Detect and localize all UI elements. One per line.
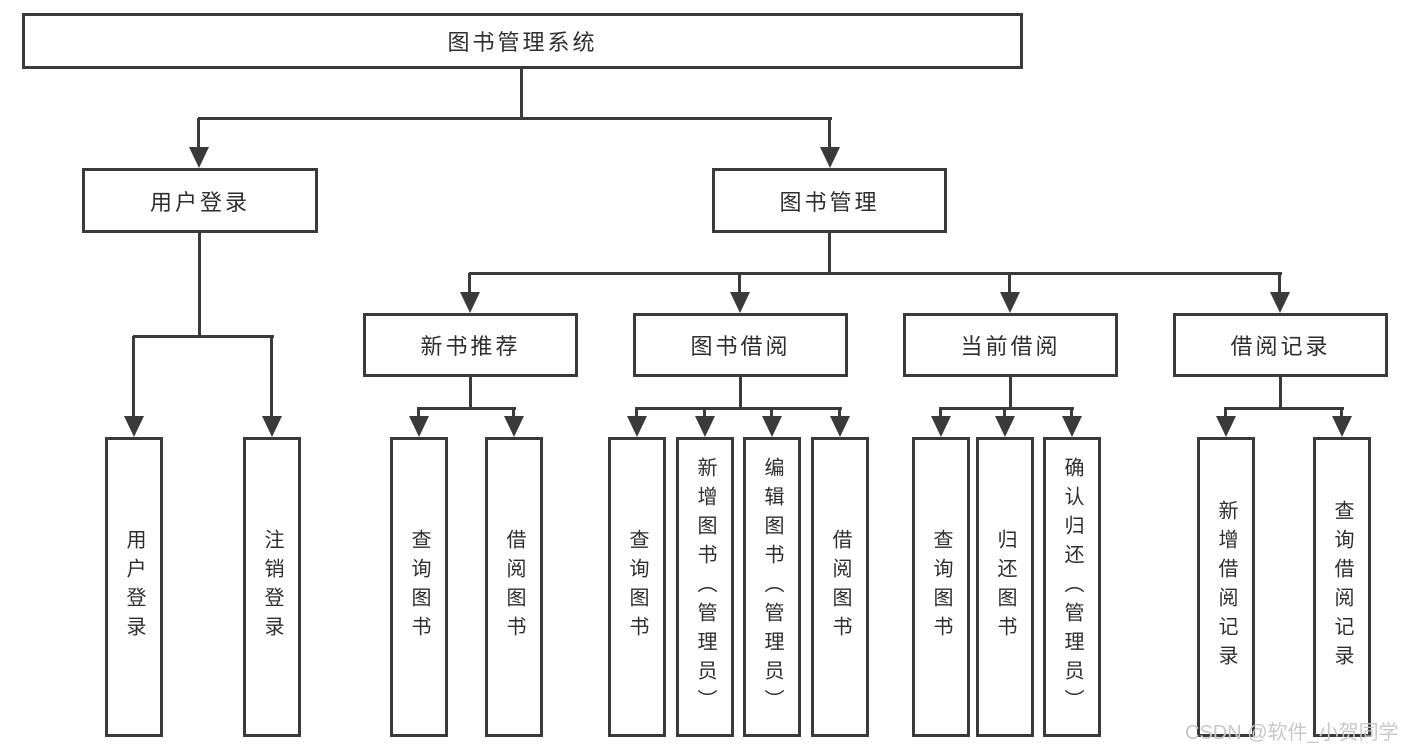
arrow-to-book-borrow	[730, 273, 750, 313]
arrow-to-leaf-logout	[262, 336, 282, 437]
connector-borrow-records-drop	[1279, 377, 1282, 410]
arrow-down-icon	[695, 416, 715, 437]
leaf-add-books-admin: 新增图书（管理员）	[676, 437, 734, 737]
arrow-to-leaf-confirm-return	[1062, 408, 1082, 437]
connector-level2-rail	[198, 117, 832, 120]
arrow-down-icon	[1270, 292, 1290, 313]
arrow-stem	[417, 408, 420, 421]
arrow-down-icon	[830, 416, 850, 437]
arrow-to-borrow-records	[1270, 273, 1290, 313]
node-new-book-recommend: 新书推荐	[363, 313, 578, 377]
arrow-stem	[1008, 273, 1011, 297]
leaf-confirm-return-admin: 确认归还（管理员）	[1043, 437, 1101, 737]
arrow-stem	[635, 408, 638, 421]
connector-borrow-records-rail	[1224, 407, 1344, 410]
connector-new-book-rail	[417, 407, 516, 410]
leaf-query-borrow-record: 查询借阅记录	[1313, 437, 1371, 737]
connector-book-borrow-rail	[635, 407, 842, 410]
arrow-down-icon	[931, 416, 951, 437]
arrow-down-icon	[995, 416, 1015, 437]
node-current-borrow: 当前借阅	[903, 313, 1118, 377]
node-book-borrow: 图书借阅	[633, 313, 848, 377]
leaf-query-books-current: 查询图书	[912, 437, 970, 737]
arrow-stem	[132, 336, 135, 421]
arrow-to-leaf-query-books-3	[931, 408, 951, 437]
arrow-stem	[1224, 408, 1227, 421]
arrow-stem	[197, 118, 200, 152]
connector-user-login-drop	[198, 233, 201, 338]
leaf-edit-books-admin: 编辑图书（管理员）	[743, 437, 801, 737]
arrow-stem	[703, 408, 706, 421]
connector-user-login-rail	[133, 335, 274, 338]
arrow-to-leaf-query-books-1	[409, 408, 429, 437]
arrow-to-book-management	[820, 118, 840, 168]
arrow-to-leaf-add-books	[695, 408, 715, 437]
arrow-down-icon	[504, 416, 524, 437]
arrow-down-icon	[1332, 416, 1352, 437]
arrow-stem	[770, 408, 773, 421]
arrow-stem	[828, 118, 831, 152]
leaf-query-books-recommend: 查询图书	[390, 437, 448, 737]
arrow-down-icon	[1062, 416, 1082, 437]
arrow-stem	[939, 408, 942, 421]
node-borrow-records: 借阅记录	[1173, 313, 1388, 377]
connector-current-borrow-rail	[939, 407, 1074, 410]
arrow-down-icon	[730, 292, 750, 313]
node-book-management: 图书管理	[712, 168, 947, 233]
arrow-to-leaf-query-borrow-record	[1332, 408, 1352, 437]
arrow-stem	[1003, 408, 1006, 421]
arrow-down-icon	[124, 416, 144, 437]
connector-book-management-drop	[828, 233, 831, 275]
connector-new-book-drop	[469, 377, 472, 410]
arrow-to-leaf-return-books	[995, 408, 1015, 437]
arrow-down-icon	[627, 416, 647, 437]
leaf-borrow-books-recommend: 借阅图书	[485, 437, 543, 737]
arrow-down-icon	[189, 147, 209, 168]
arrow-to-leaf-user-login	[124, 336, 144, 437]
connector-current-borrow-drop	[1009, 377, 1012, 410]
arrow-down-icon	[762, 416, 782, 437]
csdn-watermark: CSDN @软件_小贺同学	[1185, 722, 1399, 744]
arrow-stem	[1070, 408, 1073, 421]
connector-root-drop	[520, 69, 523, 120]
arrow-to-leaf-edit-books	[762, 408, 782, 437]
connector-level3-rail	[469, 272, 1282, 275]
arrow-to-leaf-borrow-books-1	[504, 408, 524, 437]
connector-book-borrow-drop	[739, 377, 742, 410]
leaf-add-borrow-record: 新增借阅记录	[1197, 437, 1255, 737]
arrow-to-leaf-add-borrow-record	[1216, 408, 1236, 437]
arrow-to-user-login	[189, 118, 209, 168]
arrow-stem	[838, 408, 841, 421]
arrow-down-icon	[1000, 292, 1020, 313]
arrow-to-leaf-query-books-2	[627, 408, 647, 437]
arrow-stem	[1340, 408, 1343, 421]
arrow-stem	[1278, 273, 1281, 297]
arrow-to-new-book-recommend	[460, 273, 480, 313]
node-user-login: 用户登录	[82, 168, 318, 233]
arrow-down-icon	[262, 416, 282, 437]
arrow-stem	[512, 408, 515, 421]
node-root-library-system: 图书管理系统	[22, 13, 1023, 69]
arrow-stem	[270, 336, 273, 421]
arrow-down-icon	[1216, 416, 1236, 437]
arrow-down-icon	[409, 416, 429, 437]
arrow-down-icon	[820, 147, 840, 168]
leaf-user-login: 用户登录	[105, 437, 163, 737]
arrow-stem	[738, 273, 741, 297]
leaf-logout: 注销登录	[243, 437, 301, 737]
arrow-to-current-borrow	[1000, 273, 1020, 313]
arrow-to-leaf-borrow-books-2	[830, 408, 850, 437]
leaf-borrow-books: 借阅图书	[811, 437, 869, 737]
arrow-stem	[468, 273, 471, 297]
leaf-query-books-borrow: 查询图书	[608, 437, 666, 737]
arrow-down-icon	[460, 292, 480, 313]
leaf-return-books: 归还图书	[976, 437, 1034, 737]
